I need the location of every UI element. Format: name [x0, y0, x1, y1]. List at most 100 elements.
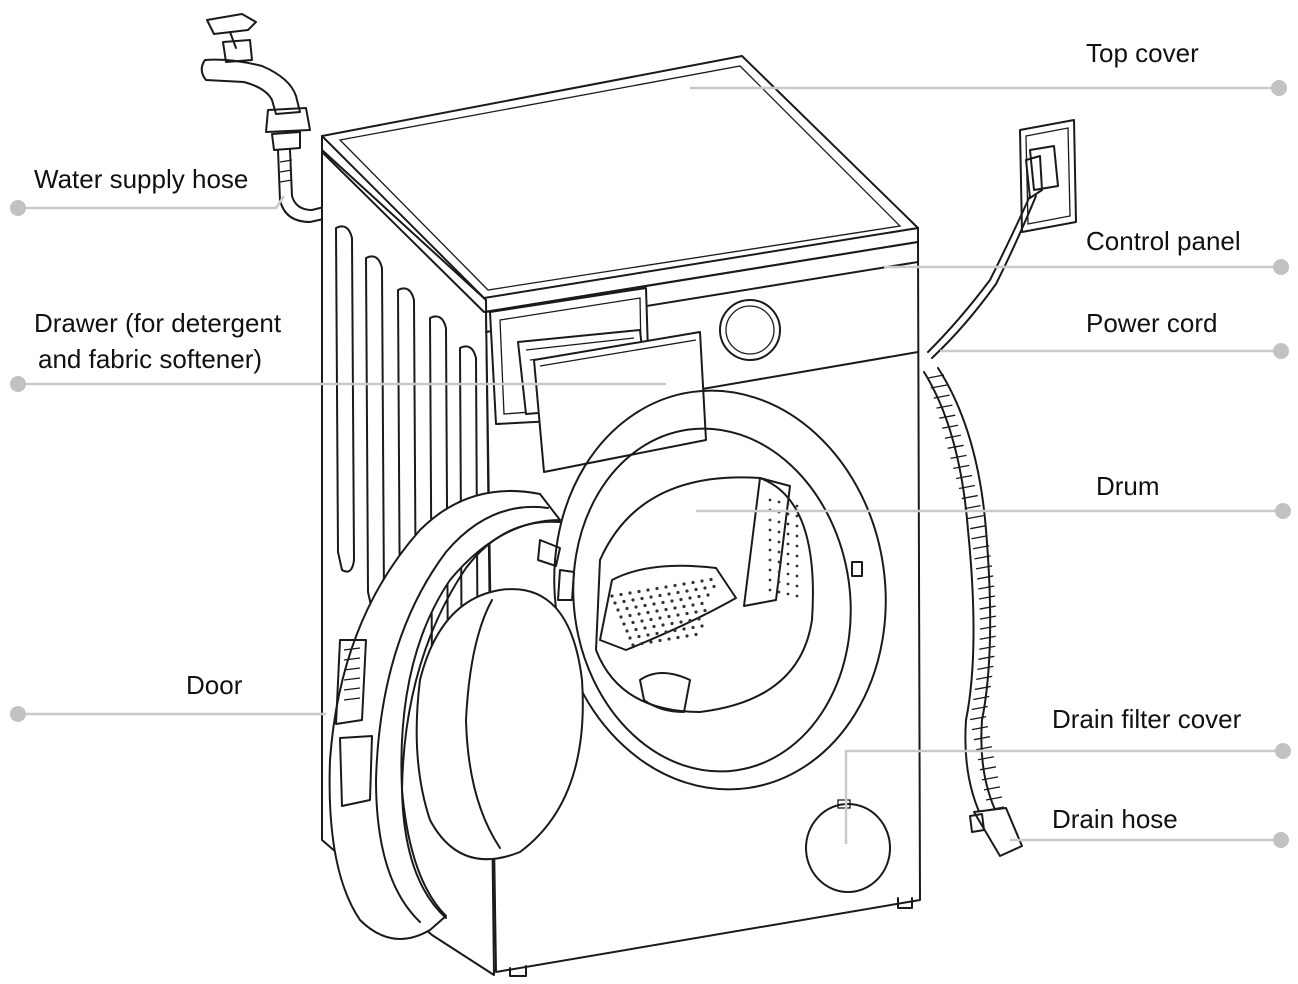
drum-hole	[670, 621, 674, 626]
drum-hole	[658, 593, 662, 598]
drum-hole	[786, 582, 790, 586]
drum-hole	[658, 638, 662, 643]
hose-rib	[977, 665, 994, 670]
leader-dot-power-cord	[1273, 343, 1289, 359]
hose-rib	[979, 645, 996, 650]
hose-rib	[977, 756, 995, 761]
leader-dot-control-panel	[1273, 259, 1289, 275]
label-drain-hose: Drain hose	[1052, 804, 1178, 834]
hose-rib	[979, 625, 997, 630]
drum-hole	[640, 596, 644, 601]
hose-rib	[975, 746, 993, 751]
drum-hole	[795, 584, 799, 588]
drum-hole	[700, 579, 704, 583]
drum-hole	[628, 636, 632, 640]
hose-rib	[964, 504, 981, 510]
drum-hole	[649, 617, 653, 622]
drum-hole	[640, 641, 644, 646]
hose-rib	[953, 464, 970, 470]
leader-dot-drain-hose	[1273, 832, 1289, 848]
drum-hole	[637, 612, 641, 616]
hose-rib	[973, 736, 991, 741]
hose-rib	[981, 776, 999, 781]
hose-rib	[971, 705, 988, 711]
drum-hole	[673, 606, 677, 610]
drum-hole	[637, 634, 641, 639]
part-labels: Top cover Water supply hose Control pane…	[34, 38, 1242, 834]
hose-rib	[985, 796, 1003, 801]
leader-dot-water-supply-hose	[10, 200, 26, 216]
drum-hole	[667, 637, 671, 641]
drum-hole	[679, 620, 683, 624]
leader-dot-drum	[1275, 503, 1291, 519]
drum-hole	[646, 610, 650, 615]
hose-rib	[976, 675, 993, 681]
leader-dot-drawer	[10, 376, 26, 392]
drum-hole	[631, 620, 635, 625]
drum-hole	[786, 502, 790, 506]
drum-hole	[670, 599, 674, 603]
leader-dot-door	[10, 706, 26, 722]
drain-hose-shape	[923, 367, 1023, 857]
drum-hole	[667, 592, 671, 596]
drum-hole	[768, 528, 772, 532]
hose-rib	[978, 595, 996, 600]
drum-hole	[691, 580, 695, 585]
label-water-supply-hose: Water supply hose	[34, 164, 248, 194]
hose-rib	[933, 394, 950, 399]
drum-hole	[694, 587, 698, 592]
drum-hole	[786, 522, 790, 526]
drum-hole	[786, 592, 790, 596]
drum-hole	[679, 597, 683, 602]
drum-hole	[786, 512, 790, 516]
drum-hole	[795, 524, 799, 528]
hose-rib	[961, 494, 978, 500]
drum-hole	[703, 608, 707, 613]
hose-rib	[970, 525, 987, 530]
drum-hole	[691, 603, 695, 607]
drum-hole	[795, 574, 799, 578]
drum-hole	[795, 544, 799, 548]
drum-hole	[649, 595, 653, 599]
drum-hole	[682, 582, 686, 586]
hose-rib	[974, 685, 991, 691]
drum-hole	[682, 627, 686, 631]
drum-hole	[706, 593, 710, 597]
hose-rib	[979, 635, 996, 640]
drum-hole	[786, 542, 790, 546]
drum-hole	[768, 538, 772, 542]
leader-dot-top-cover	[1271, 80, 1287, 96]
drum-hole	[676, 635, 680, 640]
hose-rib	[944, 434, 961, 439]
drum-hole	[697, 594, 701, 599]
drum-hole	[637, 589, 641, 594]
hose-rib	[930, 384, 947, 389]
hose-rib	[927, 374, 945, 379]
drum-hole	[682, 604, 686, 609]
leader-dot-drain-filter-cover	[1275, 743, 1291, 759]
power-cord-shape	[927, 195, 1031, 353]
drum-hole	[697, 617, 701, 621]
label-top-cover: Top cover	[1086, 38, 1199, 68]
drum-hole	[685, 634, 689, 638]
drum-hole	[616, 608, 620, 612]
drum-hole	[661, 623, 665, 627]
leader-drain-filter-cover	[844, 749, 1282, 844]
drum-hole	[667, 614, 671, 619]
drum-hole	[631, 643, 635, 647]
drum-hole	[709, 577, 713, 582]
drum-hole	[777, 500, 781, 504]
drum-hole	[777, 550, 781, 554]
drum-hole	[646, 588, 650, 592]
hose-rib	[956, 474, 973, 480]
drum-hole	[777, 540, 781, 544]
label-control-panel: Control panel	[1086, 226, 1241, 256]
drum-hole	[664, 607, 668, 612]
drum-hole	[685, 589, 689, 593]
drum-hole	[786, 552, 790, 556]
hose-rib	[947, 444, 964, 449]
label-door: Door	[186, 670, 243, 700]
drum-hole	[768, 548, 772, 552]
hose-rib	[971, 725, 989, 731]
label-drain-filter-cover: Drain filter cover	[1052, 704, 1242, 734]
